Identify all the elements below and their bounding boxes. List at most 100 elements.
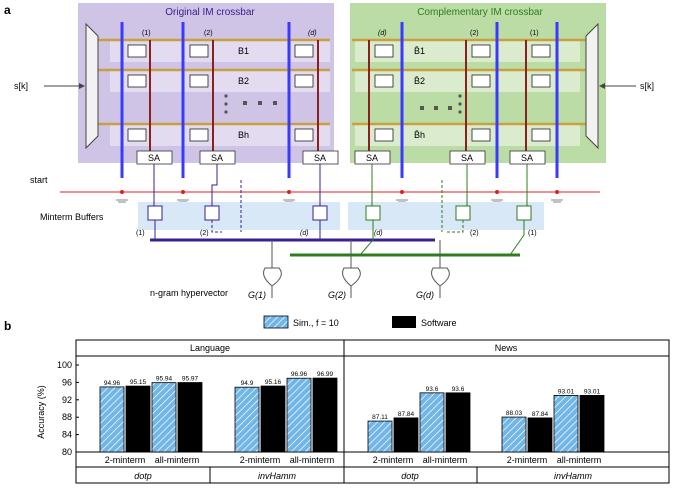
sa-buffer-wires-left xyxy=(153,164,321,232)
method-label: invHamm xyxy=(554,471,593,481)
col-label-right-1: (1) xyxy=(530,30,539,37)
subcategory-label: all-minterm xyxy=(557,455,602,465)
col-label-right-d: (d) xyxy=(378,30,387,37)
bar-sim xyxy=(553,395,579,453)
bar-value-label: 94.96 xyxy=(104,380,121,387)
memristor-cells xyxy=(127,44,551,142)
row-label-b1-bar: B̄1 xyxy=(414,46,425,56)
bar-value-label: 95.16 xyxy=(265,379,282,386)
minterm-buffer-bg-right xyxy=(348,202,544,230)
bar-sim xyxy=(367,420,393,453)
start-taps xyxy=(120,190,559,194)
group-label-news: News xyxy=(495,343,518,353)
left-decoder xyxy=(85,22,99,150)
subcategory-label: all-minterm xyxy=(290,455,335,465)
buffers-right xyxy=(365,205,532,221)
bar-value-label: 87.84 xyxy=(532,411,549,418)
minterm-buffer-bg-left xyxy=(138,202,340,230)
bar-software xyxy=(125,385,151,453)
col-label-left-2: (2) xyxy=(204,30,213,37)
chart-frame xyxy=(75,339,670,484)
subcategory-labels: 2-minterm all-minterm 2-minterm all-minterm… xyxy=(105,455,602,465)
y-tick-label: 96 xyxy=(62,377,72,387)
bar-sim xyxy=(501,416,527,453)
buffer-label-left-d: (d) xyxy=(300,230,309,237)
output-gd: G(d) xyxy=(416,290,434,300)
bar-software xyxy=(527,417,553,453)
bar-value-label: 95.97 xyxy=(182,376,199,383)
panel-b-label: b xyxy=(4,319,11,333)
y-tick-label: 80 xyxy=(62,447,72,457)
sa-label: SA xyxy=(461,153,473,163)
bar-value-label: 93.01 xyxy=(558,388,575,395)
y-ticks: 80 84 88 92 96 100 xyxy=(57,360,79,457)
start-label: start xyxy=(30,175,48,185)
bar-value-label: 88.03 xyxy=(506,410,523,417)
ngram-label: n-gram hypervector xyxy=(150,288,228,298)
bar-value-label: 93.01 xyxy=(584,388,601,395)
green-bus xyxy=(290,220,525,257)
y-tick-label: 100 xyxy=(57,360,72,370)
row-label-bh-bar: B̄h xyxy=(414,130,425,140)
sa-buffer-wires-right xyxy=(371,164,528,232)
col-label-left-1: (1) xyxy=(142,30,151,37)
buffers-left xyxy=(147,205,328,221)
bar-value-label: 87.11 xyxy=(372,414,388,421)
bar-sim xyxy=(99,386,125,453)
subcategory-label: 2-minterm xyxy=(373,455,414,465)
y-tick-label: 88 xyxy=(62,412,72,422)
row-label-b2: B2 xyxy=(238,76,249,86)
subcategory-label: all-minterm xyxy=(155,455,200,465)
output-g1: G(1) xyxy=(248,290,266,300)
subcategory-label: all-minterm xyxy=(423,455,468,465)
row-bands xyxy=(110,40,580,146)
y-tick-label: 84 xyxy=(62,430,72,440)
bar-value-label: 93.6 xyxy=(426,386,439,393)
bar-value-label: 95.15 xyxy=(130,379,147,386)
bar-software xyxy=(579,395,605,453)
row-label-bh: Bh xyxy=(238,130,249,140)
ellipsis-dots xyxy=(224,94,462,114)
bar-software xyxy=(177,382,203,453)
bar-value-label: 96.96 xyxy=(291,371,308,378)
col-label-left-d: (d) xyxy=(308,30,317,37)
sa-label: SA xyxy=(366,153,378,163)
bar-sim xyxy=(234,386,260,453)
right-decoder xyxy=(585,22,599,150)
bar-value-label: 93.6 xyxy=(452,386,465,393)
ground-symbols xyxy=(116,199,563,203)
buffer-label-right-1: (1) xyxy=(528,230,537,237)
y-tick-label: 92 xyxy=(62,395,72,405)
legend-swatch-software xyxy=(392,316,416,328)
row-label-b2-bar: B̄2 xyxy=(414,76,425,86)
method-label: invHamm xyxy=(258,471,297,481)
bar-sim xyxy=(419,392,445,453)
accuracy-chart: Language News dotp invHamm dotp invHamm … xyxy=(36,339,670,484)
y-axis-label: Accuracy (%) xyxy=(36,385,46,439)
row-label-b1: B1 xyxy=(238,46,249,56)
bar-software xyxy=(393,417,419,453)
method-label: dotp xyxy=(401,471,419,481)
original-crossbar-title: Original IM crossbar xyxy=(165,7,255,18)
sa-label: SA xyxy=(314,153,326,163)
right-input-label: s[k] xyxy=(640,81,654,91)
buffer-label-right-d: (d) xyxy=(374,230,383,237)
legend-label-sim: Sim., f = 10 xyxy=(293,318,339,328)
subcategory-label: 2-minterm xyxy=(105,455,146,465)
minterm-buffers-label: Minterm Buffers xyxy=(40,212,104,222)
sa-label: SA xyxy=(521,153,533,163)
bar-software xyxy=(260,385,286,453)
bitlines xyxy=(120,22,559,178)
bar-value-label: 87.84 xyxy=(398,411,415,418)
or-gates xyxy=(263,240,450,298)
legend-swatch-sim xyxy=(263,315,289,329)
panel-a-label: a xyxy=(4,3,11,17)
legend-label-software: Software xyxy=(421,318,457,328)
sa-label: SA xyxy=(211,153,223,163)
sense-amplifiers: SA SA SA SA SA SA xyxy=(136,150,546,165)
bar-value-label: 95.94 xyxy=(156,376,173,383)
output-g2: G(2) xyxy=(328,290,346,300)
group-label-language: Language xyxy=(190,343,230,353)
bar-value-label: 94.9 xyxy=(241,380,254,387)
